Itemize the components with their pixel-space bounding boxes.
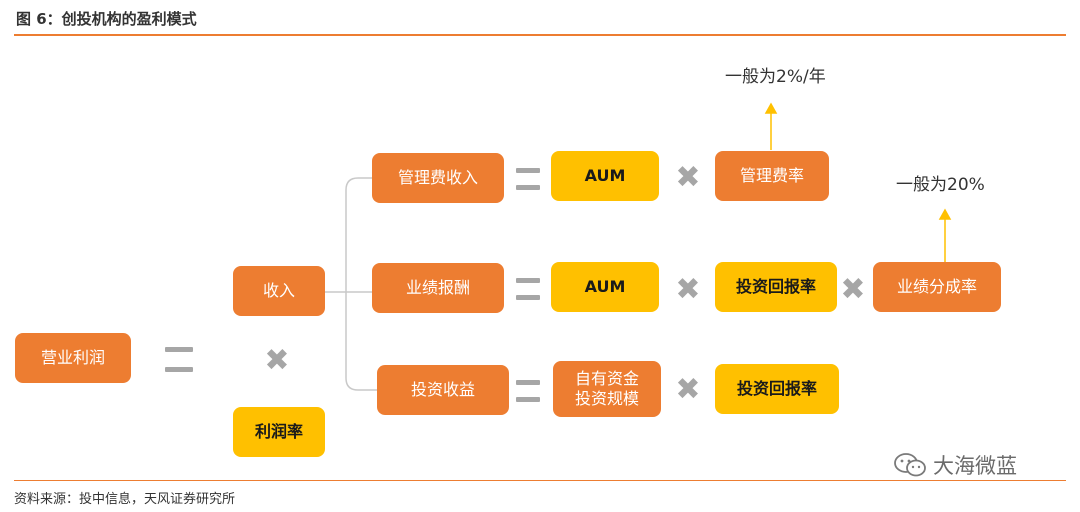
own-capital-line-1: 自有资金 — [574, 369, 639, 388]
multiply-sign: ✖ — [675, 160, 701, 195]
revenue-box: 收入 — [233, 266, 325, 316]
watermark: 大海微蓝 — [893, 450, 1017, 480]
management-fee-rate-box: 管理费率 — [715, 151, 829, 201]
multiply-sign: ✖ — [264, 343, 290, 378]
wechat-icon — [893, 452, 927, 478]
profit-margin-box: 利润率 — [233, 407, 325, 457]
aum-box: AUM — [551, 262, 659, 312]
investment-return-box: 投资回报率 — [715, 262, 837, 312]
equals-sign — [165, 347, 193, 372]
own-capital-line-2: 投资规模 — [574, 389, 639, 408]
source-note: 资料来源：投中信息，天风证券研究所 — [14, 492, 236, 507]
investment-income-box: 投资收益 — [377, 365, 509, 415]
bottom-divider — [14, 480, 1066, 481]
own-capital-box: 自有资金 投资规模 — [553, 361, 661, 417]
share-rate-note: 一般为20% — [896, 175, 985, 195]
watermark-text: 大海微蓝 — [933, 454, 1017, 478]
equals-sign — [516, 278, 540, 300]
fee-rate-note: 一般为2%/年 — [725, 67, 826, 87]
equals-sign — [516, 380, 540, 402]
investment-return-box: 投资回报率 — [715, 364, 839, 414]
performance-reward-box: 业绩报酬 — [372, 263, 504, 313]
top-divider — [14, 34, 1066, 36]
performance-share-rate-box: 业绩分成率 — [873, 262, 1001, 312]
multiply-sign: ✖ — [675, 272, 701, 307]
equals-sign — [516, 168, 540, 190]
figure-title: 图 6：创投机构的盈利模式 — [16, 10, 197, 28]
management-fee-income-box: 管理费收入 — [372, 153, 504, 203]
multiply-sign: ✖ — [675, 372, 701, 407]
multiply-sign: ✖ — [840, 272, 866, 307]
operating-profit-box: 营业利润 — [15, 333, 131, 383]
aum-box: AUM — [551, 151, 659, 201]
